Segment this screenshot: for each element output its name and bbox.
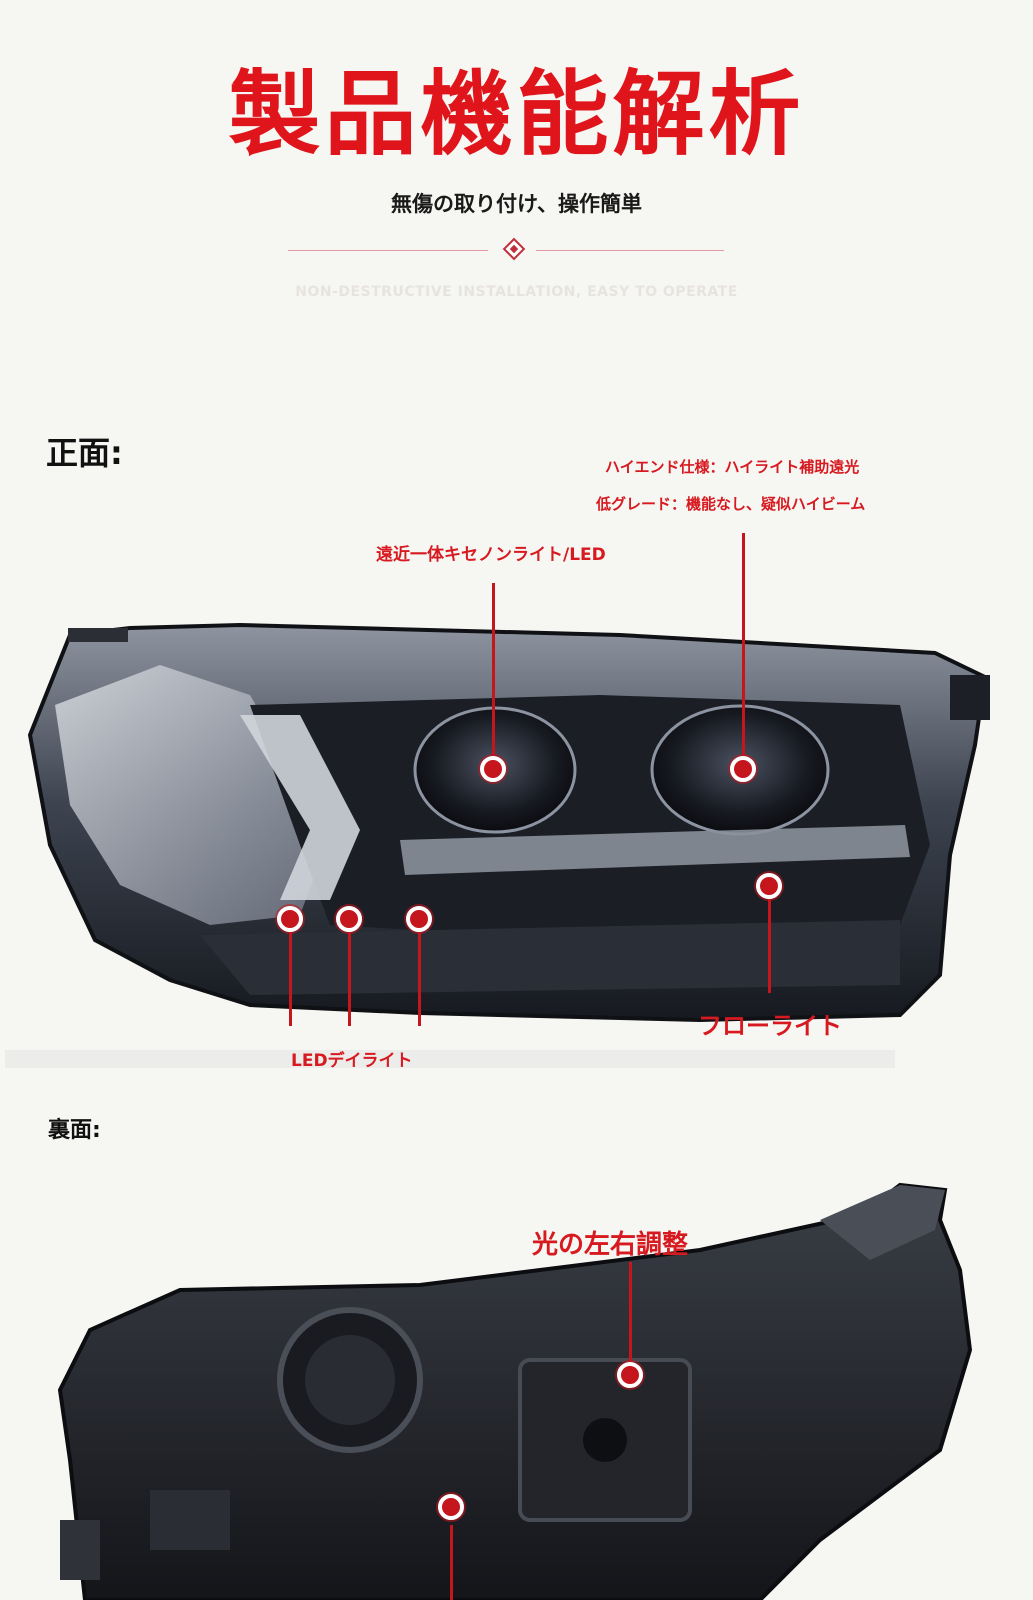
drl-marker-dot-2	[336, 906, 362, 932]
callout-xenon-light: 遠近一体キセノンライト/LED	[376, 545, 606, 565]
drl-pointer-line-1	[289, 918, 292, 1026]
drl-marker-dot-1	[277, 906, 303, 932]
highbeam-pointer-line	[742, 533, 745, 765]
page-title: 製品機能解析	[228, 61, 805, 168]
callout-drl: LEDデイライト	[291, 1051, 413, 1071]
page-subtitle: 無傷の取り付け、操作簡単	[391, 192, 642, 216]
english-subtitle: NON-DESTRUCTIVE INSTALLATION, EASY TO OP…	[295, 284, 738, 300]
divider-line-left	[288, 250, 488, 251]
adjust-marker-dot	[617, 1362, 643, 1388]
headlight-back-image	[57, 1182, 973, 1600]
flow-marker-dot	[756, 873, 782, 899]
callout-beam-adjust: 光の左右調整	[532, 1230, 689, 1260]
lower-pointer-line	[450, 1525, 453, 1600]
front-section-label: 正面:	[46, 434, 123, 472]
xenon-pointer-line	[492, 583, 495, 765]
divider-line-right	[536, 250, 724, 251]
lower-marker-dot	[438, 1494, 464, 1520]
callout-high-end: ハイエンド仕様：ハイライト補助遠光	[605, 458, 860, 476]
callout-low-grade: 低グレード：機能なし、疑似ハイビーム	[596, 495, 866, 513]
drl-marker-dot-3	[406, 906, 432, 932]
flow-pointer-line	[768, 885, 771, 993]
diamond-icon	[502, 237, 526, 261]
callout-flow-light: フローライト	[698, 1012, 842, 1040]
drl-pointer-line-3	[418, 918, 421, 1026]
back-section-label: 裏面:	[48, 1118, 101, 1143]
xenon-marker-dot	[480, 756, 506, 782]
highbeam-marker-dot	[730, 756, 756, 782]
drl-pointer-line-2	[348, 918, 351, 1026]
adjust-pointer-line	[629, 1262, 632, 1372]
headlight-front-image	[5, 622, 990, 1068]
